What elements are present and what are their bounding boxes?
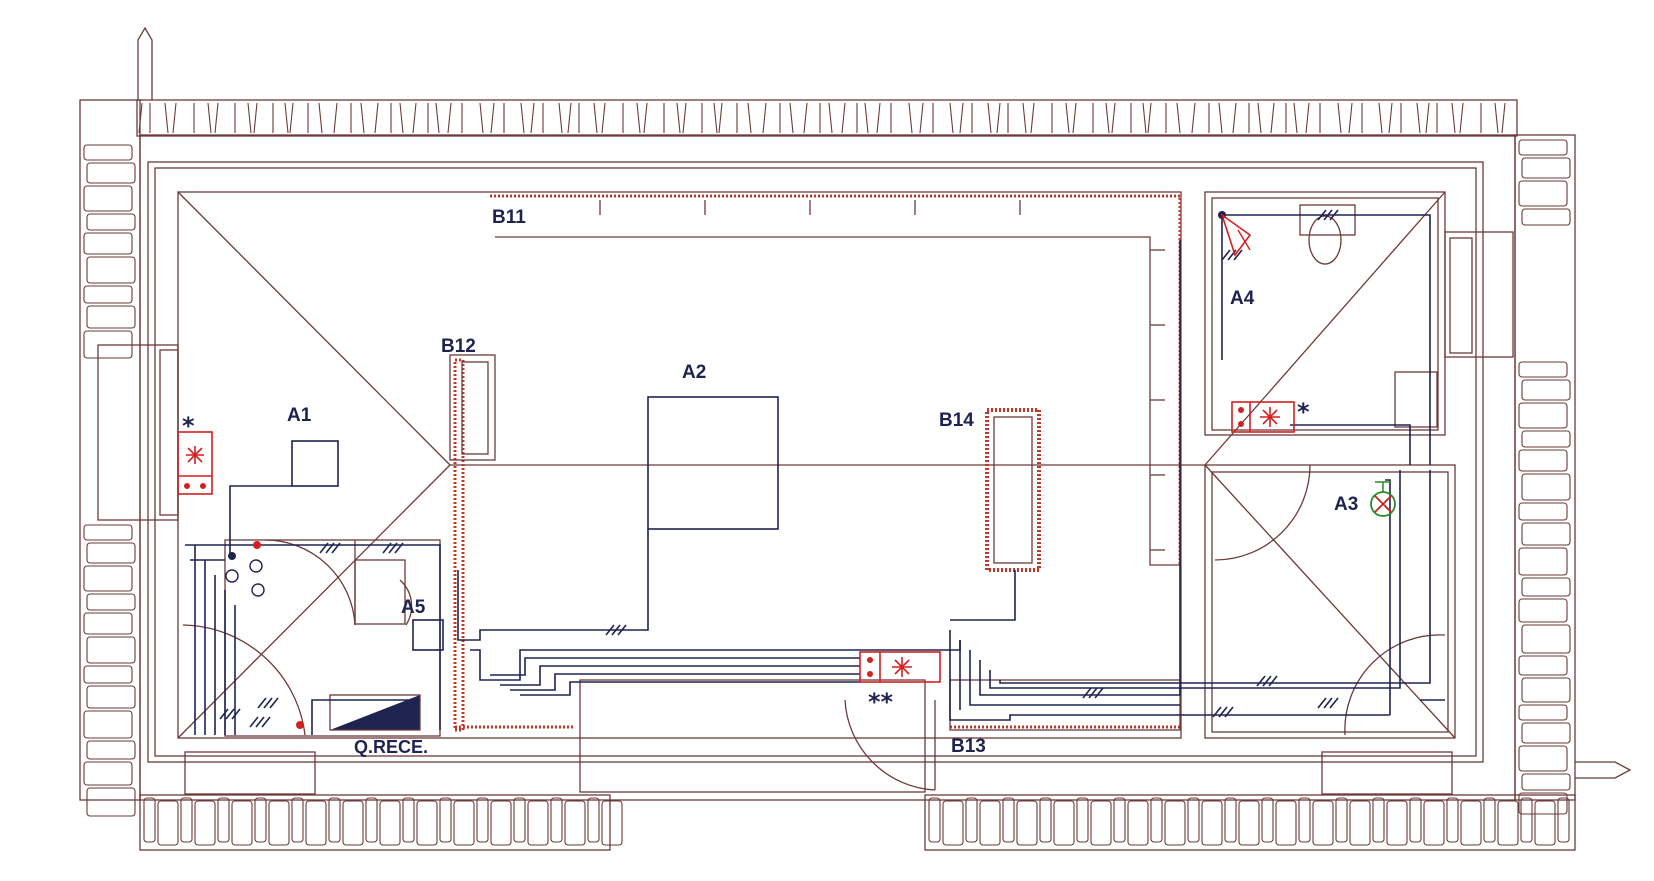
switch-cluster xyxy=(225,541,304,729)
door-swings xyxy=(182,464,1446,791)
stone-walls xyxy=(79,99,1576,851)
roof-hip-lines xyxy=(177,191,1456,739)
label-a1: A1 xyxy=(287,405,312,426)
a3-light-fixture xyxy=(1370,481,1396,517)
label-b14: B14 xyxy=(939,410,974,431)
star-bathroom-panel: * xyxy=(1297,398,1310,426)
label-a4: A4 xyxy=(1230,288,1255,309)
label-a2: A2 xyxy=(682,362,706,383)
top-vent xyxy=(137,26,153,100)
star-entry-door: ** xyxy=(868,688,894,716)
label-b11: B11 xyxy=(492,207,526,228)
entry-socket-panel xyxy=(859,651,941,683)
label-a5: A5 xyxy=(401,597,426,618)
label-a3: A3 xyxy=(1334,494,1358,515)
right-vent xyxy=(1575,761,1632,779)
star-left-panel: * xyxy=(182,412,195,440)
label-b12: B12 xyxy=(441,336,476,357)
devices xyxy=(177,211,1396,729)
bathroom-socket-panel xyxy=(1231,401,1295,433)
electrical-panel-q-rece xyxy=(330,695,420,730)
wiring xyxy=(185,209,1445,735)
left-socket-panel xyxy=(177,431,213,495)
a4-wall-lamp xyxy=(1218,211,1252,257)
label-b13: B13 xyxy=(951,736,986,757)
label-q-rece: Q.RECE. xyxy=(354,737,428,757)
furniture xyxy=(224,194,1438,737)
